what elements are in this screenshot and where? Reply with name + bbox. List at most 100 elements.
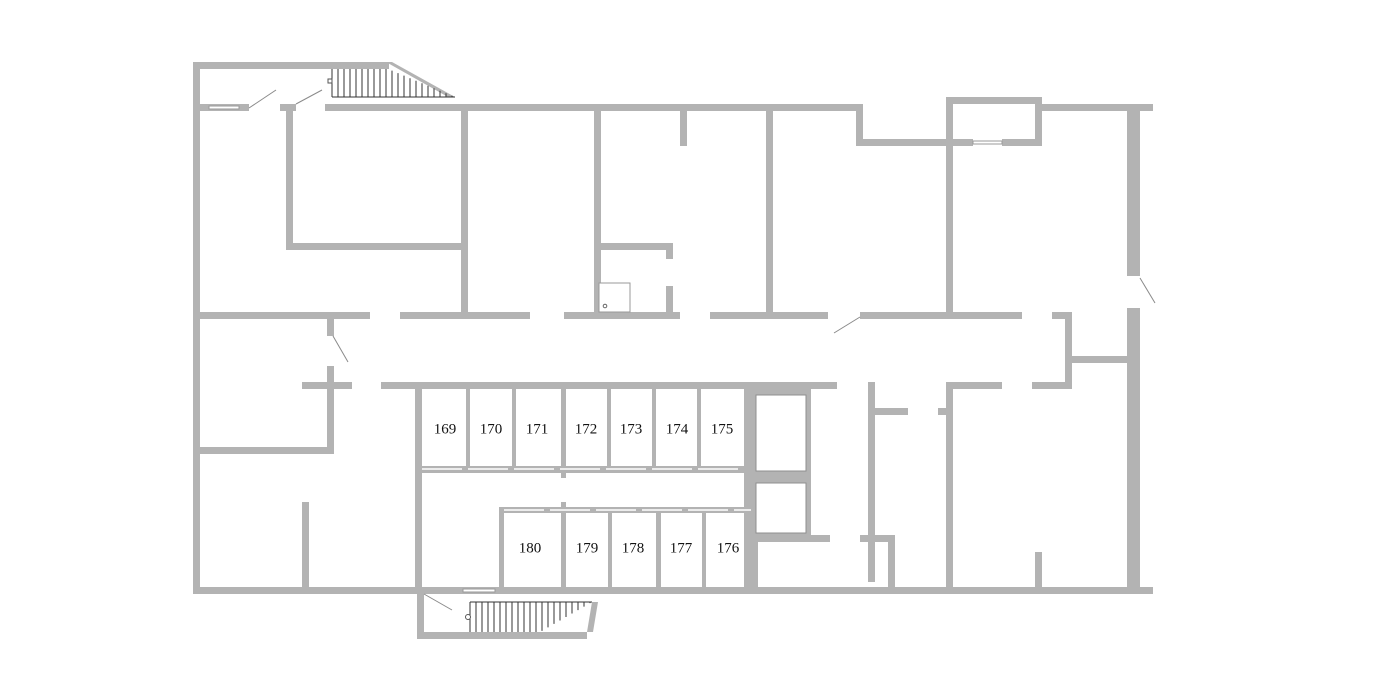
wall-corridor-s3 bbox=[946, 382, 1002, 389]
wall-east-2b bbox=[1134, 308, 1140, 594]
room-label-173: 173 bbox=[620, 421, 643, 437]
room-label-171: 171 bbox=[526, 421, 549, 437]
room-169[interactable]: 169 bbox=[422, 389, 466, 466]
wall-east-1 bbox=[1127, 104, 1134, 276]
wall-north-stair bbox=[193, 62, 389, 69]
wall-corridor-n1 bbox=[193, 312, 370, 319]
wall-west-room-right bbox=[327, 366, 334, 454]
outer-walls bbox=[193, 62, 1153, 639]
wall-room-a-bottom bbox=[286, 243, 464, 250]
wall-divider-1 bbox=[461, 104, 468, 318]
room-180[interactable]: 180 bbox=[504, 513, 561, 587]
wall-locker-5 bbox=[652, 382, 656, 470]
room-172[interactable]: 172 bbox=[566, 389, 607, 466]
room-label-175: 175 bbox=[711, 421, 734, 437]
door-swings bbox=[248, 89, 1156, 611]
shaft-lower bbox=[755, 482, 807, 534]
room-176[interactable]: 176 bbox=[706, 513, 751, 587]
room-label-170: 170 bbox=[480, 421, 503, 437]
wall-corridor-n3 bbox=[564, 312, 680, 319]
wall-annex-left bbox=[417, 587, 424, 639]
wall-east-lobby bbox=[1065, 312, 1072, 389]
staircase-icon bbox=[327, 69, 592, 632]
interior-walls-north bbox=[286, 104, 953, 318]
shaft-upper bbox=[755, 394, 807, 472]
room-179[interactable]: 179 bbox=[566, 513, 608, 587]
wall-north-3 bbox=[325, 104, 862, 111]
wall-stub-se-v bbox=[888, 535, 895, 587]
wall-corridor-n6 bbox=[1052, 312, 1072, 319]
wall-stub-east bbox=[868, 408, 908, 415]
wall-closet-right-top bbox=[666, 243, 673, 259]
wall-east-foot bbox=[1134, 587, 1153, 594]
wall-locker-8 bbox=[499, 507, 504, 594]
room-175[interactable]: 175 bbox=[701, 389, 744, 466]
wall-locker-7 bbox=[744, 382, 751, 594]
wall-corridor-n4 bbox=[710, 312, 828, 319]
door-swing-icon bbox=[1139, 277, 1156, 304]
locker-core-walls bbox=[415, 382, 830, 594]
wall-stub-east-2 bbox=[938, 408, 953, 415]
wall-west-stub bbox=[327, 312, 334, 336]
wall-bay-top bbox=[946, 97, 1042, 104]
room-173[interactable]: 173 bbox=[611, 389, 652, 466]
wall-east-room-left bbox=[868, 382, 875, 582]
room-170[interactable]: 170 bbox=[470, 389, 512, 466]
room-174[interactable]: 174 bbox=[656, 389, 697, 466]
room-label-176: 176 bbox=[717, 540, 740, 556]
wall-locker-2 bbox=[512, 382, 516, 470]
room-178[interactable]: 178 bbox=[612, 513, 656, 587]
room-label-169: 169 bbox=[434, 421, 457, 437]
stair-marker bbox=[465, 614, 471, 620]
wall-stub-south bbox=[1035, 552, 1042, 594]
wall-north-6 bbox=[1134, 104, 1153, 111]
window-icon bbox=[972, 140, 1003, 145]
wall-west-room-bottom bbox=[193, 447, 334, 454]
wall-west bbox=[193, 62, 200, 594]
wall-divider-4 bbox=[946, 139, 953, 318]
room-labels: 169 170 171 172 173 174 175 180 179 178 … bbox=[422, 389, 751, 587]
wall-north-step bbox=[856, 104, 863, 146]
wall-room-a-left bbox=[286, 104, 293, 250]
interior-walls-west bbox=[193, 312, 422, 594]
wall-stub-1 bbox=[680, 104, 687, 146]
wall-east-lobby-bottom bbox=[1032, 382, 1072, 389]
wall-corridor-n5 bbox=[860, 312, 1022, 319]
wall-divider-3 bbox=[766, 104, 773, 318]
wall-south bbox=[193, 587, 1134, 594]
wall-locker-9 bbox=[561, 502, 566, 594]
wall-closet-top bbox=[594, 243, 673, 250]
window-icon bbox=[462, 588, 496, 593]
wall-stub-se bbox=[860, 535, 895, 542]
room-label-172: 172 bbox=[575, 421, 598, 437]
stair-marker bbox=[327, 78, 333, 84]
wall-locker-12 bbox=[702, 507, 706, 594]
wall-north-4 bbox=[856, 139, 948, 146]
wall-east-lobby-mid bbox=[1065, 356, 1127, 363]
wall-east-room-divider bbox=[946, 382, 953, 594]
wall-divider-2 bbox=[594, 104, 601, 318]
windows bbox=[208, 105, 1003, 593]
wall-core-left bbox=[415, 382, 422, 594]
wall-annex-bottom bbox=[417, 632, 587, 639]
door-swing-icon bbox=[833, 316, 861, 334]
wall-east-2 bbox=[1127, 308, 1134, 594]
wall-sw-stub bbox=[302, 502, 309, 594]
wall-bay-left bbox=[946, 97, 953, 146]
door-swing-icon bbox=[423, 593, 453, 611]
door-swing-icon bbox=[332, 335, 349, 363]
wall-shaft-bottom bbox=[751, 535, 830, 542]
wall-annex-diagonal bbox=[587, 602, 598, 632]
room-label-177: 177 bbox=[670, 540, 693, 556]
wall-locker-13 bbox=[751, 540, 758, 594]
wall-bay-bottom-l bbox=[946, 139, 973, 146]
room-label-180: 180 bbox=[519, 540, 542, 556]
room-171[interactable]: 171 bbox=[516, 389, 561, 466]
wall-east-1b bbox=[1134, 104, 1140, 276]
wall-bay-bottom-r bbox=[1002, 139, 1042, 146]
wall-locker-1 bbox=[466, 382, 470, 470]
wall-locker-3 bbox=[561, 382, 566, 478]
door-swing-icon bbox=[248, 89, 277, 109]
room-177[interactable]: 177 bbox=[661, 513, 702, 587]
